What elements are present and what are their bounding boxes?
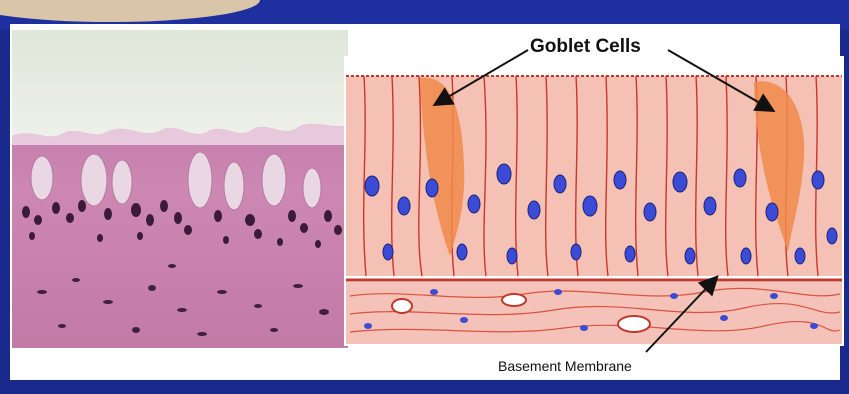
epithelium-drawing [344, 56, 844, 346]
basement-membrane-label: Basement Membrane [498, 358, 632, 374]
histology-micrograph [12, 30, 348, 348]
goblet-cells-label: Goblet Cells [530, 36, 641, 58]
